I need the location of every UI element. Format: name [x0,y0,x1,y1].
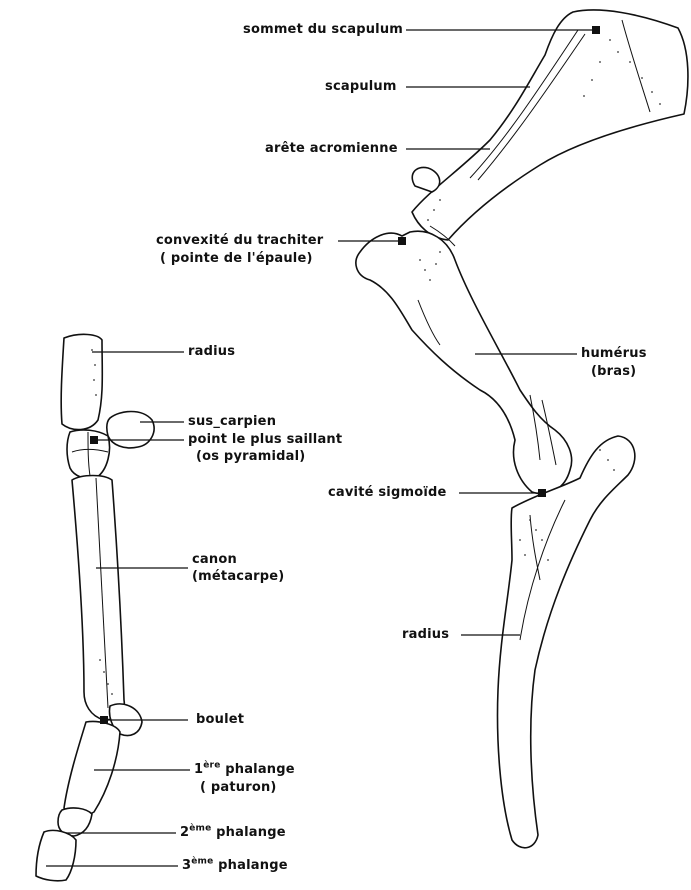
radius-ulna-bone [498,436,635,848]
marker-os-pyramidal [90,436,98,444]
label-third-phalanx: 3ème phalange [182,857,288,874]
ph3-word: phalange [218,858,288,873]
label-point-saillant: point le plus saillant [188,431,342,448]
first-phalanx-bone [64,721,120,815]
ph3-superscript: ème [191,857,213,867]
label-second-phalanx: 2ème phalange [180,824,286,841]
label-os-pyramidal: (os pyramidal) [196,448,305,465]
marker-boulet [100,716,108,724]
label-cavite-sigmoide: cavité sigmoïde [328,484,447,501]
label-paturon: ( paturon) [200,779,277,796]
label-metacarpe: (métacarpe) [192,568,284,585]
label-canon: canon [192,551,237,568]
marker-sommet-scapulum [592,26,600,34]
radius-distal-bone [61,334,102,429]
marker-cavite-sigmoide [538,489,546,497]
marker-trachiter [398,237,406,245]
ph2-number: 2 [180,825,189,840]
third-phalanx-bone [36,830,76,880]
ph2-superscript: ème [189,824,211,834]
label-sommet-scapulum: sommet du scapulum [243,21,403,38]
ph1-word: phalange [225,762,295,777]
label-bras: (bras) [591,363,636,380]
label-radius-right: radius [402,626,449,643]
scapula-bone [412,10,688,240]
label-first-phalanx: 1ère phalange [194,761,295,778]
label-radius-left: radius [188,343,235,360]
label-boulet: boulet [196,711,244,728]
label-arete-acromienne: arête acromienne [265,140,398,157]
label-humerus: humérus [581,345,647,362]
accessory-carpal-bone [107,412,154,448]
ph3-number: 3 [182,858,191,873]
ph1-number: 1 [194,762,203,777]
label-sus-carpien: sus_carpien [188,413,276,430]
label-pointe-epaule: ( pointe de l'épaule) [160,250,313,267]
label-convexite-trachiter: convexité du trachiter [156,232,323,249]
label-scapulum: scapulum [325,78,397,95]
ph1-superscript: ère [203,761,220,771]
ph2-word: phalange [216,825,286,840]
